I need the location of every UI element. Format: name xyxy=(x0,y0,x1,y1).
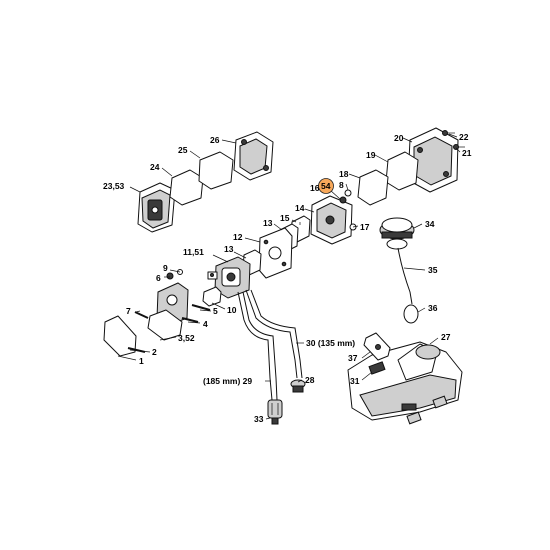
part-cover-20 xyxy=(407,127,459,193)
part-foot-31 xyxy=(368,361,386,375)
label-13-lower: 13 xyxy=(224,244,234,254)
label-1: 1 xyxy=(139,356,144,366)
label-29: (185 mm) 29 xyxy=(203,376,252,386)
part-screws-21-22 xyxy=(442,130,465,150)
label-12: 12 xyxy=(233,232,243,242)
label-18: 18 xyxy=(339,169,349,179)
part-flange-12 xyxy=(258,227,293,279)
label-8: 8 xyxy=(339,180,344,190)
part-gasket-10 xyxy=(202,286,222,307)
part-fuel-tank-27 xyxy=(347,341,463,421)
part-valve-37 xyxy=(363,332,391,361)
part-filter-18 xyxy=(357,169,389,206)
label-21: 21 xyxy=(462,148,472,158)
label-37: 37 xyxy=(348,353,358,363)
part-filter-pad-24 xyxy=(169,169,204,206)
label-15: 15 xyxy=(280,213,290,223)
part-grommet-28 xyxy=(290,379,306,393)
part-screw-5 xyxy=(191,304,211,311)
label-7: 7 xyxy=(126,306,131,316)
part-filter-housing xyxy=(137,182,176,233)
label-3-52: 3,52 xyxy=(178,333,195,343)
label-23-53: 23,53 xyxy=(103,181,125,191)
label-11-51: 11,51 xyxy=(183,247,204,257)
label-34: 34 xyxy=(425,219,435,229)
label-31: 31 xyxy=(350,376,360,386)
label-16: 16 xyxy=(310,183,320,193)
label-54: 54 xyxy=(321,181,331,191)
label-4: 4 xyxy=(203,319,208,329)
part-foot-a xyxy=(432,395,448,409)
part-tank-cap-34 xyxy=(379,217,415,250)
part-fuel-filter-33 xyxy=(267,399,283,425)
part-throttle-housing xyxy=(147,282,189,341)
part-screw-4 xyxy=(181,317,199,323)
part-carb-box-14 xyxy=(310,195,353,245)
highlight-marker-54 xyxy=(318,178,334,194)
label-13-upper: 13 xyxy=(263,218,273,228)
label-17: 17 xyxy=(360,222,370,232)
label-22: 22 xyxy=(459,132,469,142)
part-ring-36 xyxy=(403,304,419,324)
part-hose-29 xyxy=(237,291,278,401)
label-20: 20 xyxy=(394,133,404,143)
label-25: 25 xyxy=(178,145,188,155)
label-10: 10 xyxy=(227,305,237,315)
part-9 xyxy=(339,196,347,204)
part-plate-1 xyxy=(103,315,137,357)
part-filter-cover-26 xyxy=(233,131,274,181)
label-26: 26 xyxy=(210,135,220,145)
part-carburetor-11-51 xyxy=(207,256,251,299)
label-36: 36 xyxy=(428,303,438,313)
part-6 xyxy=(166,272,174,280)
part-screw-7 xyxy=(134,311,149,319)
label-5: 5 xyxy=(213,306,218,316)
label-14: 14 xyxy=(295,203,305,213)
label-6: 6 xyxy=(156,273,161,283)
callout-labels: 1 2 3,52 4 5 6 7 9 10 11,51 12 13 13 15 … xyxy=(103,132,472,424)
part-filter-25 xyxy=(198,151,234,190)
label-28: 28 xyxy=(305,375,315,385)
label-33: 33 xyxy=(254,414,264,424)
label-9: 9 xyxy=(163,263,168,273)
part-washer-8 xyxy=(344,189,352,197)
part-filter-19 xyxy=(385,151,419,191)
part-strap-35 xyxy=(397,247,413,305)
label-27: 27 xyxy=(441,332,451,342)
label-19: 19 xyxy=(366,150,376,160)
label-35: 35 xyxy=(428,265,438,275)
part-foot-b xyxy=(406,411,422,425)
label-2: 2 xyxy=(152,347,157,357)
part-hose-30 xyxy=(245,289,303,379)
label-30: 30 (135 mm) xyxy=(306,338,355,348)
label-24: 24 xyxy=(150,162,160,172)
